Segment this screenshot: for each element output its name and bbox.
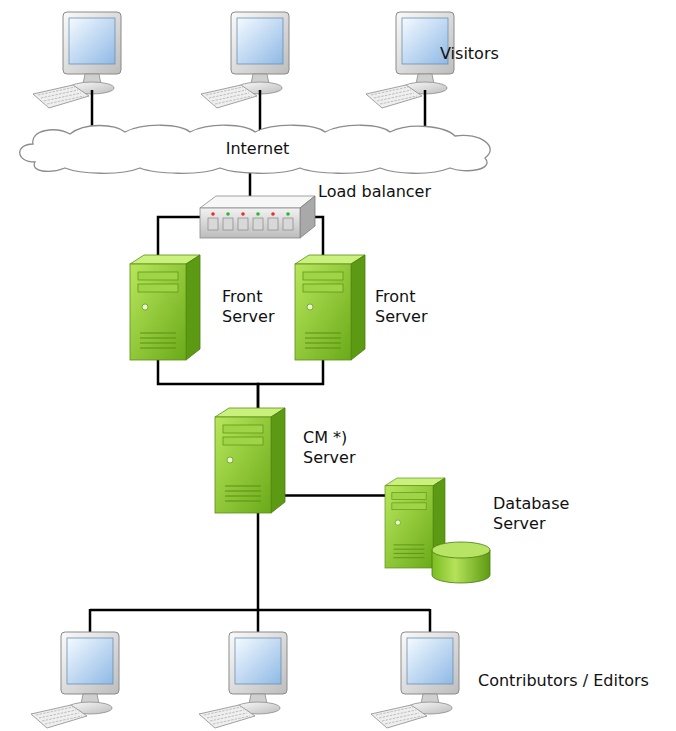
server-icon <box>215 408 285 513</box>
node-label: Load balancer <box>318 182 458 202</box>
server-icon <box>295 255 365 360</box>
network-link <box>315 217 323 255</box>
network-link <box>258 360 323 408</box>
network-link <box>249 170 252 196</box>
visitor-computers <box>33 12 454 108</box>
front-server: Front Server <box>130 255 200 360</box>
editor-computers <box>31 632 459 728</box>
load-balancer: Load balancer <box>200 196 315 238</box>
server-icon <box>130 255 200 360</box>
group-label: Contributors / Editors <box>478 671 649 690</box>
network-link <box>158 360 258 408</box>
database-server: Database Server <box>385 478 490 583</box>
group-label: Visitors <box>440 44 499 63</box>
front-server: Front Server <box>295 255 365 360</box>
database-icon <box>385 478 490 583</box>
node-label: Internet <box>15 122 500 174</box>
network-link <box>158 217 200 255</box>
node-label: Front Server <box>222 287 288 326</box>
internet-cloud: Internet <box>15 122 500 174</box>
node-label: CM *) Server <box>303 428 367 467</box>
node-label: Database Server <box>493 494 577 533</box>
cm-server: CM *) Server <box>215 408 285 513</box>
load-balancer-icon <box>200 196 315 238</box>
node-label: Front Server <box>375 287 441 326</box>
